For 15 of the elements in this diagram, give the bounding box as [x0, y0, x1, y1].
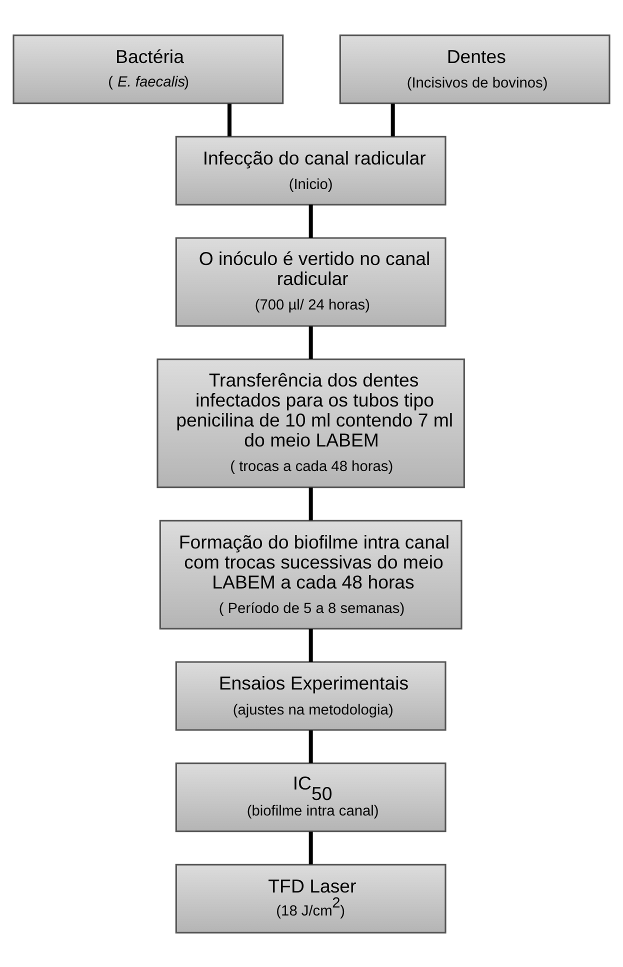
node-box: Infecção do canal radicular (Inicio) [175, 135, 446, 205]
node-box: Ensaios Experimentais (ajustes na metodologia) [175, 660, 446, 730]
connector [308, 326, 313, 358]
node-box: Dentes (Incisivos de bovinos) [339, 34, 610, 104]
connector [390, 103, 395, 136]
connector [308, 628, 313, 662]
connector [308, 831, 313, 864]
connector [228, 103, 232, 136]
node-box: O inóculo é vertido no canal radicular (700 µl/ 24 horas) [175, 236, 446, 326]
node-box: Transferência dos dentes infectados para os tubos tipo penicilina de 10 ml contendo 7 ml do meio LABEM ( trocas a cada 48 horas) [156, 358, 465, 488]
connector [308, 204, 313, 238]
node-box: Formação do biofilme intra canal com trocas sucessivas do meio LABEM a cada 48 horas ( Período de 5 a 8 semanas) [159, 519, 462, 629]
connector [308, 487, 313, 520]
node-box: Bactéria ( E. faecalis) [12, 34, 284, 104]
connector [308, 730, 313, 763]
